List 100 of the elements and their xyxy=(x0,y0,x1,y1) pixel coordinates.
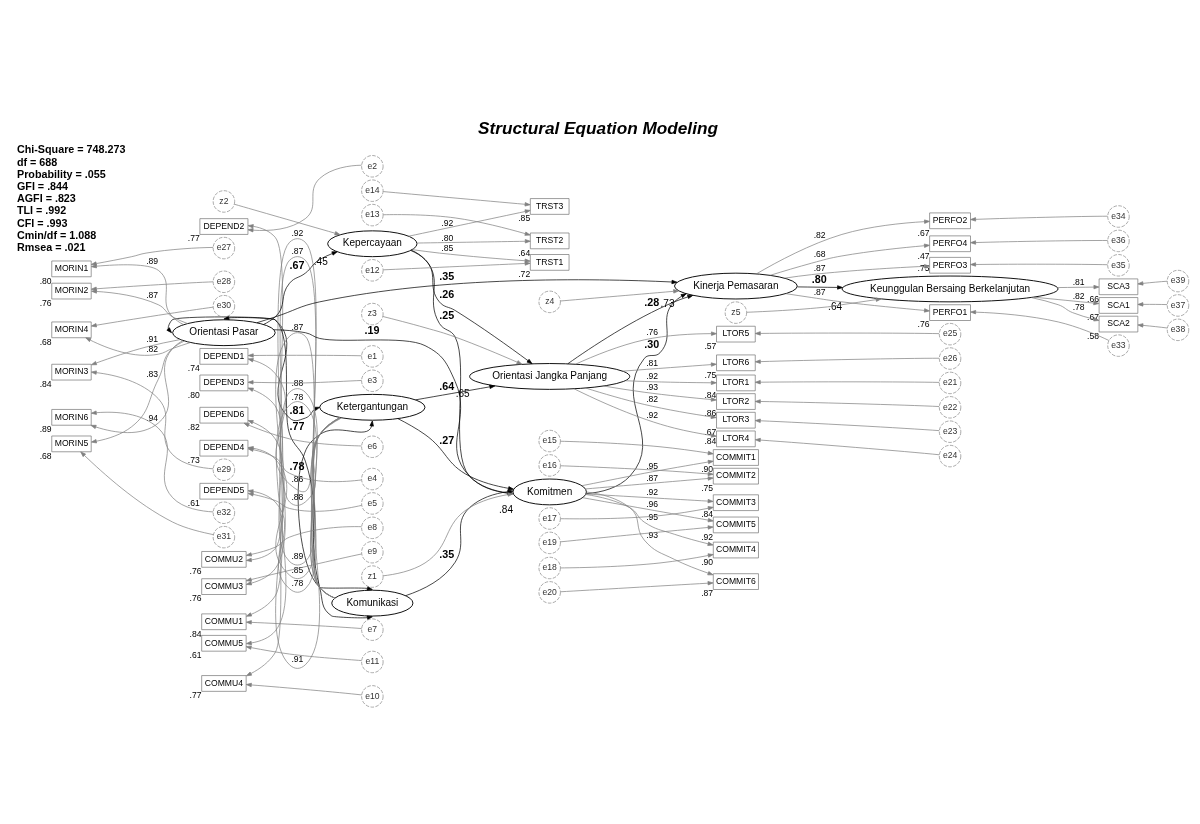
node-label: .85 xyxy=(518,212,531,223)
arrow xyxy=(582,496,714,522)
node-box: SCA1 xyxy=(1098,296,1139,314)
node-label: .64 xyxy=(518,247,531,258)
node-circle: e5 xyxy=(361,491,384,515)
label: CFI = .993 xyxy=(16,216,68,229)
node-circle: e26 xyxy=(938,346,962,370)
edge-label: .28 xyxy=(644,295,660,308)
node-circle: e32 xyxy=(212,501,236,524)
node-label: .67 xyxy=(704,426,717,437)
edge-label: .93 xyxy=(646,529,659,540)
arrow xyxy=(785,292,930,313)
edge-label: .94 xyxy=(146,412,159,423)
arrow xyxy=(784,263,930,278)
arrow xyxy=(585,387,717,419)
node-circle: e37 xyxy=(1166,293,1190,317)
arrow xyxy=(622,361,717,371)
edge-label: .35 xyxy=(439,269,455,282)
node-box: COMMU2 xyxy=(201,550,247,568)
arrow xyxy=(756,219,930,274)
edge-label: .82 xyxy=(813,229,826,240)
arrow xyxy=(256,278,678,323)
node-label: .84 xyxy=(704,435,717,446)
node-box: DEPEND2 xyxy=(199,217,249,235)
node-label: .61 xyxy=(187,497,200,508)
node-label: .75 xyxy=(701,482,714,493)
arrow xyxy=(625,379,717,385)
arrow xyxy=(1033,296,1100,305)
arrow xyxy=(410,249,533,364)
node-label: .90 xyxy=(701,556,714,567)
arrow xyxy=(91,338,181,365)
node-circle: e13 xyxy=(361,203,384,226)
arrow xyxy=(560,580,714,592)
edge-label: .68 xyxy=(813,248,826,259)
edge-label: .35 xyxy=(439,547,455,560)
label: Cmin/df = 1.088 xyxy=(16,228,97,241)
node-box: COMMIT5 xyxy=(712,516,759,533)
node-circle: e23 xyxy=(938,420,962,443)
label: Probability = .055 xyxy=(16,167,106,180)
node-box: DEPEND5 xyxy=(199,482,249,499)
arrow xyxy=(1030,296,1100,321)
node-label: .67 xyxy=(917,227,930,238)
node-label: .84 xyxy=(39,378,52,389)
node-circle: z4 xyxy=(538,290,561,313)
edge-label: .77 xyxy=(289,419,305,432)
node-box: LTOR5 xyxy=(716,325,756,342)
node-circle: e25 xyxy=(938,322,962,345)
label: Rmsea = .021 xyxy=(16,240,86,253)
arrow xyxy=(560,440,714,455)
node-box: TRST1 xyxy=(529,253,570,271)
edge-label: .78 xyxy=(291,577,304,588)
node-ellipse: Komunikasi xyxy=(331,589,414,616)
edge-label: .92 xyxy=(646,370,659,381)
node-box: MORIN4 xyxy=(51,321,92,338)
node-label: .84 xyxy=(499,503,514,515)
node-box: MORIN2 xyxy=(51,282,92,299)
node-box: COMMU5 xyxy=(201,634,247,652)
node-label: .72 xyxy=(518,268,531,279)
edge-label: .95 xyxy=(646,460,659,471)
arrow xyxy=(1057,284,1100,289)
node-box: LTOR2 xyxy=(716,392,756,410)
node-box: COMMIT4 xyxy=(712,541,759,558)
arrow xyxy=(560,552,714,568)
edge-label: .87 xyxy=(146,289,159,300)
arrow xyxy=(415,384,496,400)
arrow xyxy=(247,491,362,512)
label: GFI = .844 xyxy=(16,179,69,192)
node-box: TRST2 xyxy=(529,232,570,249)
arrow xyxy=(754,357,940,364)
node-ellipse: Ketergantungan xyxy=(319,393,426,421)
arrow xyxy=(575,331,717,365)
arrow xyxy=(85,336,191,356)
label: TLI = .992 xyxy=(16,203,67,216)
edge-label: .30 xyxy=(644,337,660,350)
edge-label: .81 xyxy=(646,357,659,368)
edge-label: .85 xyxy=(441,242,454,253)
node-circle: e33 xyxy=(1107,334,1130,357)
arrow xyxy=(243,422,362,446)
node-box: DEPEND4 xyxy=(199,439,249,456)
edge-label: .89 xyxy=(146,255,159,266)
node-label: .80 xyxy=(187,389,200,400)
edge-label: .91 xyxy=(146,333,159,344)
node-label: .84 xyxy=(189,628,202,639)
node-label: .77 xyxy=(187,232,200,243)
arrow xyxy=(166,316,321,421)
node-circle: e29 xyxy=(212,458,236,481)
node-circle: e11 xyxy=(361,650,384,673)
edge-label: .93 xyxy=(646,381,659,392)
node-box: LTOR6 xyxy=(716,354,756,371)
node-box: PERFO3 xyxy=(929,256,971,274)
arrow xyxy=(90,370,214,469)
node-circle: e10 xyxy=(361,684,384,707)
arrow xyxy=(560,505,714,519)
arrow xyxy=(247,164,362,232)
node-label: .87 xyxy=(701,587,714,598)
node-label: .61 xyxy=(189,649,202,660)
edge-label: .92 xyxy=(646,486,659,497)
node-label: .76 xyxy=(189,592,202,603)
edge-label: .87 xyxy=(813,286,826,297)
node-label: .73 xyxy=(660,297,675,309)
